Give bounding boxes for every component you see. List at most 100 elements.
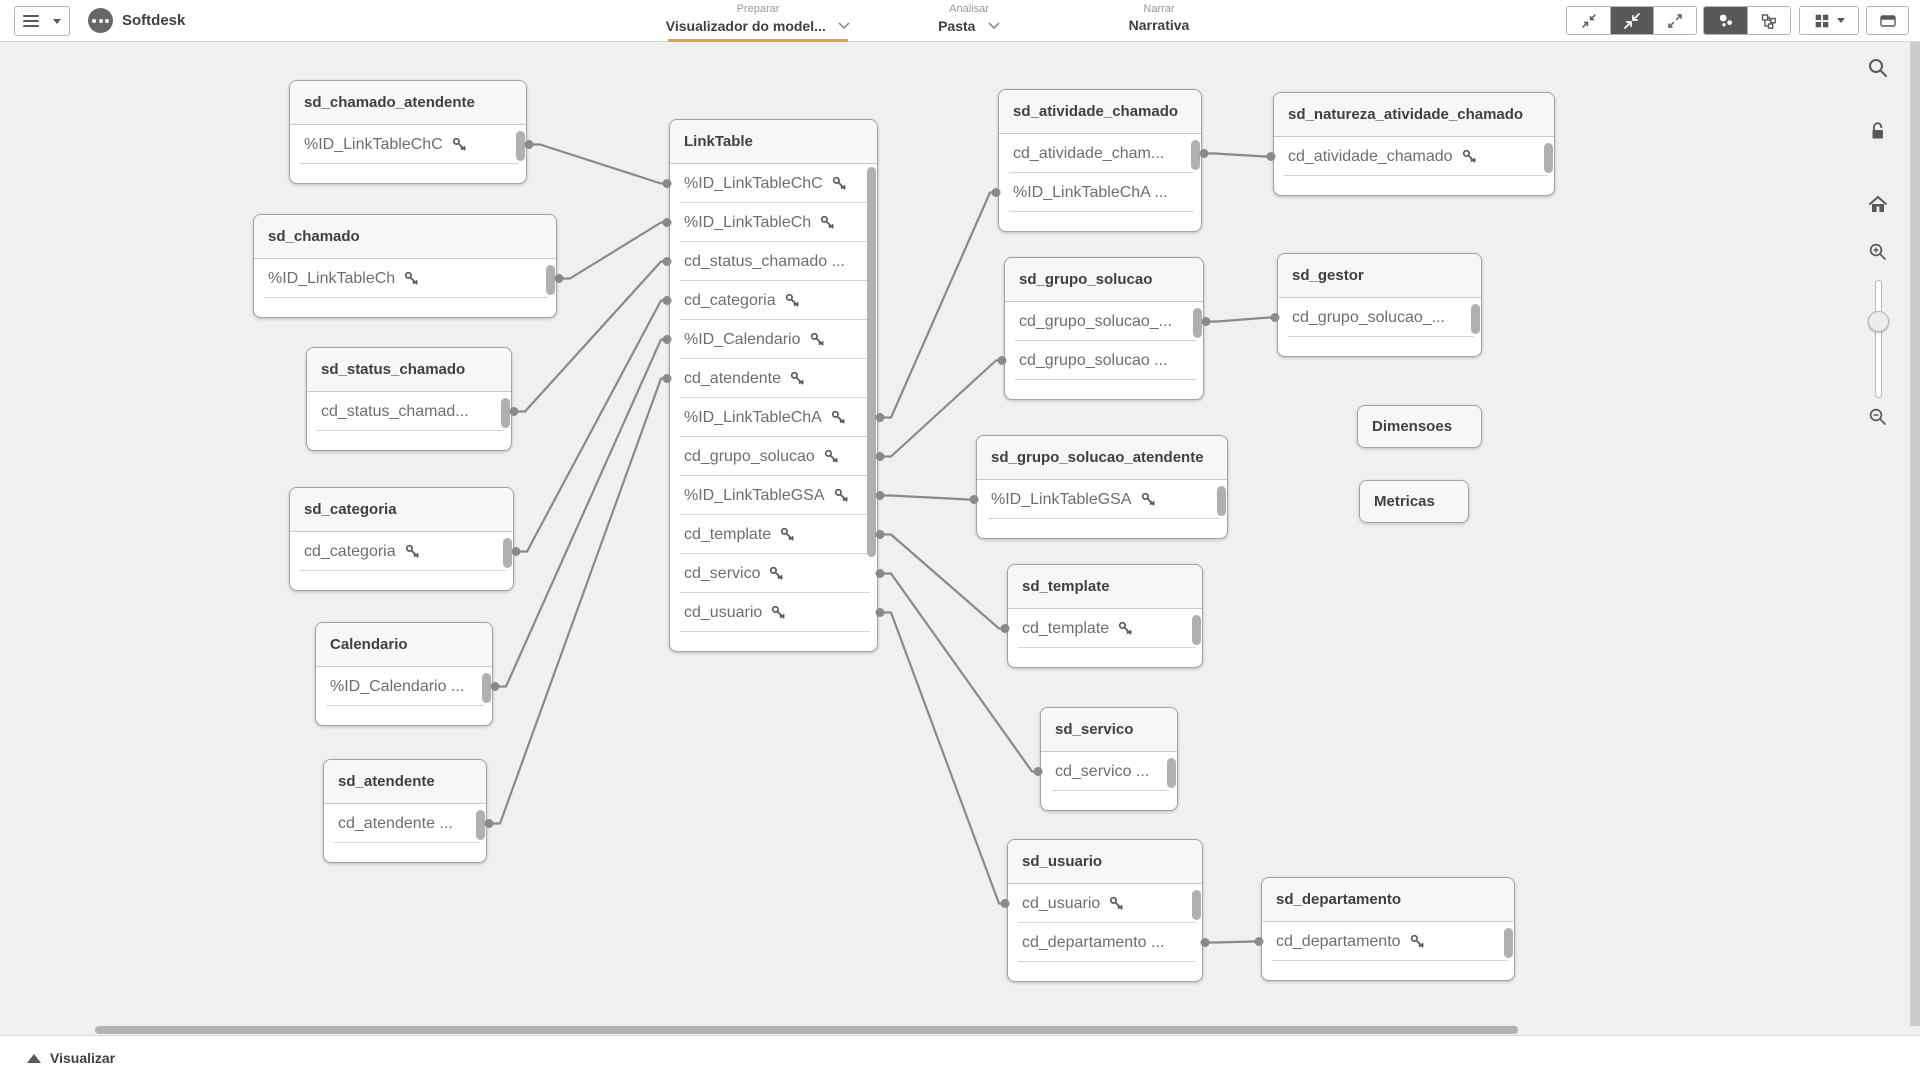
key-icon [452, 137, 467, 152]
field-name: cd_servico [684, 564, 761, 582]
table-chamado_atendente[interactable]: sd_chamado_atendente%ID_LinkTableChC [289, 80, 527, 184]
table-scrollbar[interactable] [516, 131, 525, 161]
table-chamado[interactable]: sd_chamado%ID_LinkTableCh [253, 214, 557, 318]
table-metricas[interactable]: Metricas [1359, 480, 1469, 523]
field-row[interactable]: cd_status_chamad... [307, 392, 511, 431]
table-scrollbar[interactable] [1217, 486, 1226, 516]
field-row[interactable]: cd_template [670, 515, 877, 554]
preview-toggle[interactable]: Visualizar [27, 1050, 115, 1066]
hierarchy-view-button[interactable] [1747, 7, 1790, 34]
field-row[interactable]: %ID_LinkTableCh [670, 203, 877, 242]
bubbles-view-button[interactable] [1704, 7, 1747, 34]
field-row[interactable]: cd_servico ... [1041, 752, 1177, 791]
collapse-all-button[interactable] [1610, 7, 1653, 34]
zoom-slider-thumb[interactable] [1868, 311, 1889, 332]
field-row[interactable]: cd_status_chamado ... [670, 242, 877, 281]
field-row[interactable]: cd_grupo_solucao_... [1278, 298, 1481, 337]
field-row[interactable]: cd_usuario [1008, 884, 1202, 923]
table-scrollbar[interactable] [1471, 304, 1480, 334]
field-row[interactable]: cd_atividade_cham... [999, 134, 1201, 173]
field-row[interactable]: cd_departamento [1262, 922, 1514, 961]
zoom-in-button[interactable] [1862, 236, 1894, 268]
field-row[interactable]: cd_categoria [670, 281, 877, 320]
fit-buttons-group [1566, 6, 1697, 35]
table-scrollbar[interactable] [867, 167, 876, 557]
field-row[interactable]: cd_grupo_solucao_... [1005, 302, 1203, 341]
field-name: %ID_LinkTableCh [268, 269, 396, 287]
expand-button[interactable] [1653, 7, 1696, 34]
field-name: %ID_Calendario [684, 330, 801, 348]
field-row[interactable]: %ID_LinkTableGSA [977, 480, 1227, 519]
model-canvas[interactable]: sd_chamado_atendente%ID_LinkTableChC sd_c… [0, 42, 1920, 1035]
horizontal-scrollbar[interactable] [95, 1026, 1518, 1034]
unlock-button[interactable] [1862, 115, 1894, 147]
key-icon [820, 215, 835, 230]
field-row[interactable]: cd_usuario [670, 593, 877, 632]
vertical-scrollbar[interactable] [1910, 42, 1920, 1026]
field-row[interactable]: %ID_LinkTableChA [670, 398, 877, 437]
table-scrollbar[interactable] [476, 810, 485, 840]
tab-analisar[interactable]: Analisar Pasta [878, 3, 1060, 42]
field-row[interactable]: cd_atividade_chamado [1274, 137, 1554, 176]
field-row[interactable]: cd_atendente ... [324, 804, 486, 843]
field-name: cd_atividade_chamado [1288, 147, 1453, 165]
field-row[interactable]: %ID_LinkTableGSA [670, 476, 877, 515]
table-gsa[interactable]: sd_grupo_solucao_atendente%ID_LinkTableG… [976, 435, 1228, 539]
panel-toggle-button[interactable] [1867, 7, 1908, 34]
table-scrollbar[interactable] [1192, 890, 1201, 920]
table-scrollbar[interactable] [546, 265, 555, 295]
home-button[interactable] [1862, 189, 1894, 221]
table-scrollbar[interactable] [503, 538, 512, 568]
table-calendario[interactable]: Calendario%ID_Calendario ... [315, 622, 493, 726]
field-row[interactable]: cd_grupo_solucao ... [1005, 341, 1203, 380]
field-row[interactable]: cd_departamento ... [1008, 923, 1202, 962]
zoom-slider-track[interactable] [1875, 280, 1882, 398]
field-row[interactable]: %ID_LinkTableChC [290, 125, 526, 164]
field-row[interactable]: %ID_LinkTableCh [254, 259, 556, 298]
table-scrollbar[interactable] [1192, 615, 1201, 645]
table-title: sd_template [1008, 565, 1202, 609]
table-scrollbar[interactable] [482, 673, 491, 703]
field-row[interactable]: %ID_LinkTableChA ... [999, 173, 1201, 212]
shrink-button[interactable] [1567, 7, 1610, 34]
search-button[interactable] [1862, 52, 1894, 84]
table-scrollbar[interactable] [501, 398, 510, 428]
main-menu-button[interactable] [14, 6, 70, 36]
table-scrollbar[interactable] [1167, 758, 1176, 788]
table-dimensoes[interactable]: Dimensoes [1357, 405, 1482, 448]
field-row[interactable]: cd_atendente [670, 359, 877, 398]
field-name: %ID_LinkTableChA [684, 408, 822, 426]
table-scrollbar[interactable] [1193, 308, 1202, 338]
field-row[interactable]: cd_categoria [290, 532, 513, 571]
table-scrollbar[interactable] [1504, 928, 1513, 958]
zoom-out-button[interactable] [1862, 401, 1894, 433]
expand-icon [1668, 13, 1682, 28]
field-row[interactable]: cd_servico [670, 554, 877, 593]
field-row[interactable]: cd_template [1008, 609, 1202, 648]
grid-view-button[interactable] [1800, 7, 1858, 34]
tab-preparar[interactable]: Preparar Visualizador do model... [662, 3, 854, 42]
key-icon [405, 544, 420, 559]
table-scrollbar[interactable] [1191, 140, 1200, 170]
field-row[interactable]: %ID_Calendario [670, 320, 877, 359]
tab-narrar[interactable]: Narrar Narrativa [1100, 3, 1218, 42]
field-row[interactable]: %ID_Calendario ... [316, 667, 492, 706]
field-name: cd_atividade_cham... [1013, 144, 1165, 162]
table-title: sd_grupo_solucao_atendente [977, 436, 1227, 480]
field-row[interactable]: %ID_LinkTableChC [670, 164, 877, 203]
field-row[interactable]: cd_grupo_solucao [670, 437, 877, 476]
table-linktable[interactable]: LinkTable%ID_LinkTableChC%ID_LinkTableCh… [669, 119, 878, 652]
field-name: cd_grupo_solucao_... [1292, 308, 1445, 326]
table-scrollbar[interactable] [1544, 143, 1553, 173]
